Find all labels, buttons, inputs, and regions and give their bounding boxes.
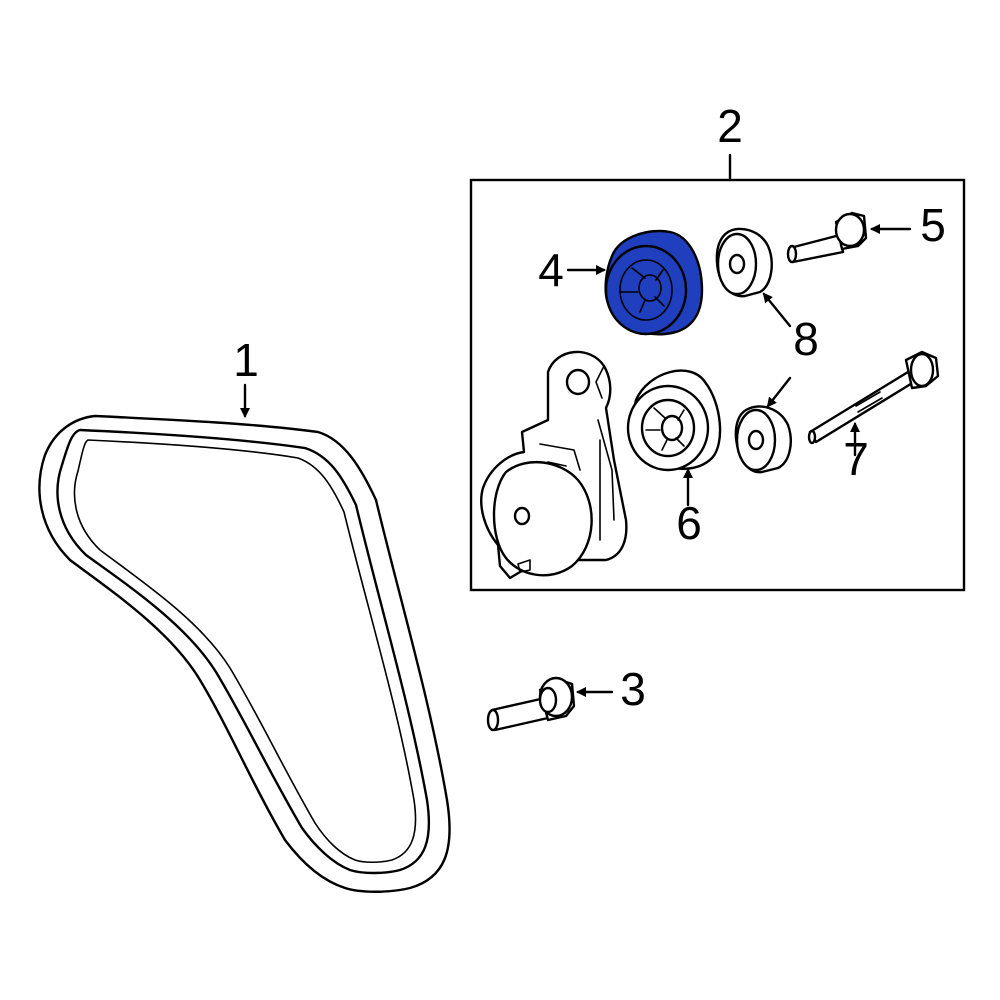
spacer-upper (715, 227, 773, 298)
bolt-part-5 (786, 211, 868, 264)
leader-arrow-8-lower (766, 376, 792, 408)
bolt-part-3 (486, 676, 576, 732)
leader-arrow-8-upper (762, 292, 792, 328)
callout-4: 4 (538, 244, 564, 296)
assembly-box (469, 178, 966, 592)
idler-pulley-highlighted (604, 229, 704, 336)
spacer-lower (734, 405, 792, 474)
callout-3: 3 (620, 663, 646, 715)
callout-7: 7 (843, 433, 869, 485)
callout-1: 1 (233, 334, 259, 386)
tensioner-body (480, 350, 628, 580)
callout-5: 5 (920, 199, 946, 251)
serpentine-belt (38, 414, 451, 893)
idler-pulley-6 (626, 369, 722, 472)
callout-8: 8 (793, 313, 819, 365)
callout-6: 6 (676, 497, 702, 549)
bolt-part-7 (807, 350, 940, 445)
callout-2: 2 (717, 100, 743, 152)
